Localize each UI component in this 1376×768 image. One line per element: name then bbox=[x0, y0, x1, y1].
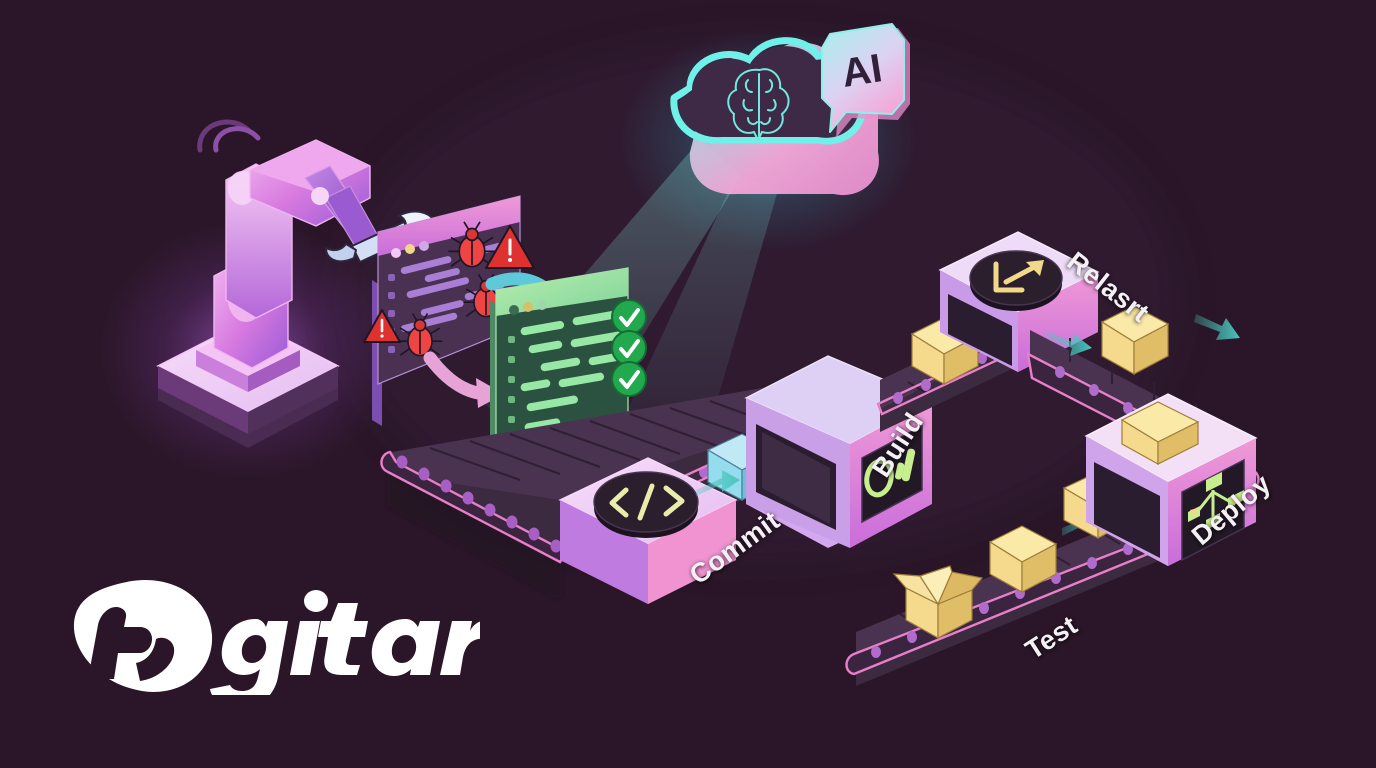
box3-right bbox=[1133, 323, 1169, 375]
arrow-right-icon bbox=[696, 470, 740, 496]
belt-1-top bbox=[392, 376, 832, 500]
robot-base-left bbox=[158, 366, 248, 434]
box4-right bbox=[1021, 543, 1057, 593]
bug-icon bbox=[397, 313, 443, 357]
station-commit[interactable] bbox=[558, 457, 738, 604]
gauge-bars-icon bbox=[861, 424, 923, 524]
robot-base-right bbox=[248, 366, 338, 434]
buggy-window-titlebar bbox=[378, 196, 520, 256]
clean-dot-3 bbox=[537, 300, 547, 310]
warning-triangle-icon bbox=[363, 309, 401, 343]
ai-cloud-group: AI bbox=[618, 23, 918, 252]
check-circle-icon bbox=[611, 330, 647, 366]
commit-left bbox=[560, 500, 648, 604]
check-circle-icon bbox=[611, 299, 647, 335]
clean-dot-1 bbox=[509, 305, 519, 315]
box-icon bbox=[1120, 401, 1200, 466]
box6-right bbox=[1157, 421, 1199, 465]
window-dot-1 bbox=[391, 248, 401, 258]
robot-elbow-top bbox=[250, 140, 370, 192]
deploy-tunnel bbox=[1094, 462, 1160, 558]
belt-1-rollers bbox=[396, 455, 562, 553]
open-box-icon bbox=[892, 565, 984, 640]
window-dot-2 bbox=[405, 244, 415, 254]
station-deploy[interactable] bbox=[1084, 393, 1258, 566]
ai-speech-bubble: AI bbox=[821, 23, 910, 138]
brand-logo[interactable] bbox=[60, 575, 480, 695]
robot-joint-upper bbox=[228, 171, 256, 205]
check-circle-icon bbox=[611, 361, 647, 397]
bubble-body bbox=[821, 23, 905, 133]
robot-turntable-right bbox=[248, 350, 300, 392]
robot-cable-2 bbox=[213, 126, 261, 153]
belt-4-rail bbox=[845, 526, 1184, 676]
belt-1-slats bbox=[429, 400, 801, 481]
box-icon bbox=[1100, 305, 1170, 376]
box-icon bbox=[988, 525, 1058, 594]
bug-icon bbox=[448, 221, 496, 268]
arrow-right-icon bbox=[1046, 330, 1092, 356]
window-dot-3 bbox=[419, 241, 429, 251]
gitar-wordmark bbox=[210, 590, 480, 695]
robot-turntable-left bbox=[196, 350, 248, 392]
build-tunnel-inner bbox=[762, 432, 830, 524]
arrow-down-right-icon bbox=[1194, 314, 1240, 340]
warning-triangle-icon bbox=[485, 225, 535, 269]
export-arrow-icon bbox=[969, 250, 1063, 311]
commit-right bbox=[648, 500, 736, 604]
gitar-logo-svg bbox=[73, 580, 480, 695]
box2-right bbox=[943, 335, 979, 385]
openbox-flap-3 bbox=[919, 565, 953, 606]
code-window-buggy bbox=[363, 195, 535, 426]
distribution-tree-icon bbox=[1181, 458, 1245, 562]
clean-dot-2 bbox=[523, 302, 533, 312]
ai-bubble-label: AI bbox=[839, 46, 885, 96]
release-tunnel bbox=[948, 294, 1012, 366]
brain-icon bbox=[727, 68, 790, 143]
robot-joint-elbow bbox=[311, 187, 329, 205]
gitar-mark-icon bbox=[73, 580, 213, 692]
code-brackets-icon bbox=[593, 471, 699, 538]
conveyor-shadow-1 bbox=[390, 470, 560, 598]
